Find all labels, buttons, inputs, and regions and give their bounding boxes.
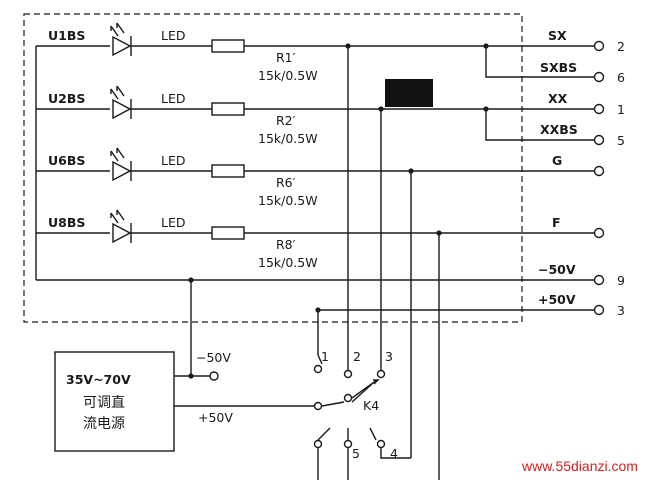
resistor-ref-3: R6′ <box>276 175 296 190</box>
pin-number-5: 5 <box>617 133 625 148</box>
led-row-4: U8BS LED R8′ 15k/0.5W <box>36 209 594 270</box>
led-name-3: U6BS <box>48 153 85 168</box>
output-signal-neg50: −50V <box>538 262 576 277</box>
led-label-2: LED <box>161 91 186 106</box>
terminal-f[interactable] <box>593 227 605 239</box>
led-symbol-3 <box>112 160 132 182</box>
pin-number-2: 2 <box>617 39 625 54</box>
terminal-pin-9[interactable] <box>593 274 605 286</box>
resistor-ref-2: R2′ <box>276 113 296 128</box>
k4-switch-name: K4 <box>363 398 379 413</box>
terminal-pin-6[interactable] <box>593 71 605 83</box>
k4-pos-1: 1 <box>321 349 329 364</box>
terminal-pin-2[interactable] <box>593 40 605 52</box>
output-signal-g: G <box>552 153 562 168</box>
terminal-pin-3[interactable] <box>593 304 605 316</box>
terminal-g[interactable] <box>593 165 605 177</box>
k4-pos-2: 2 <box>353 349 361 364</box>
resistor-value-4: 15k/0.5W <box>258 255 318 270</box>
psu-line2: 流电源 <box>83 416 125 432</box>
resistor-4 <box>211 226 245 240</box>
k4-pos-5: 5 <box>352 446 360 461</box>
pin-number-6: 6 <box>617 70 625 85</box>
led-symbol-4 <box>112 222 132 244</box>
output-signal-sxbs: SXBS <box>540 60 577 75</box>
output-signal-f: F <box>552 215 561 230</box>
led-label-4: LED <box>161 215 186 230</box>
led-row-2: U2BS LED R2′ 15k/0.5W <box>36 85 594 146</box>
led-label-3: LED <box>161 153 186 168</box>
resistor-value-1: 15k/0.5W <box>258 68 318 83</box>
wire-to-k4-pos1 <box>317 310 323 365</box>
led-label-1: LED <box>161 28 186 43</box>
output-signal-sx: SX <box>548 28 567 43</box>
resistor-value-3: 15k/0.5W <box>258 193 318 208</box>
led-name-1: U1BS <box>48 28 85 43</box>
resistor-2 <box>211 102 245 116</box>
resistor-1 <box>211 39 245 53</box>
psu-neg-label: −50V <box>196 350 231 365</box>
resistor-3 <box>211 164 245 178</box>
led-row-3: U6BS LED R6′ 15k/0.5W <box>36 147 594 208</box>
psu-pos-label: +50V <box>198 410 233 425</box>
resistor-ref-4: R8′ <box>276 237 296 252</box>
terminal-pin-5[interactable] <box>593 134 605 146</box>
k4-pos-4: 4 <box>390 446 398 461</box>
psu-line1: 可调直 <box>83 394 125 411</box>
led-row-1: U1BS LED R1′ 15k/0.5W <box>36 22 594 83</box>
led-name-4: U8BS <box>48 215 85 230</box>
resistor-ref-1: R1′ <box>276 50 296 65</box>
output-signal-xx: XX <box>548 91 568 106</box>
power-supply-box <box>54 351 175 452</box>
led-name-2: U2BS <box>48 91 85 106</box>
psu-range: 35V~70V <box>66 372 131 387</box>
psu-neg-terminal[interactable] <box>209 371 219 381</box>
k4-switch[interactable] <box>313 364 412 480</box>
module-boundary <box>23 13 523 323</box>
led-symbol-2 <box>112 98 132 120</box>
redacted-block <box>385 79 433 107</box>
led-symbol-1 <box>112 35 132 57</box>
output-signal-pos50: +50V <box>538 292 576 307</box>
pin-number-3: 3 <box>617 303 625 318</box>
k4-pos-3: 3 <box>385 349 393 364</box>
resistor-value-2: 15k/0.5W <box>258 131 318 146</box>
pin-number-9: 9 <box>617 273 625 288</box>
pin-number-1: 1 <box>617 102 625 117</box>
output-signal-xxbs: XXBS <box>540 122 578 137</box>
watermark: www.55dianzi.com <box>521 458 638 474</box>
terminal-pin-1[interactable] <box>593 103 605 115</box>
